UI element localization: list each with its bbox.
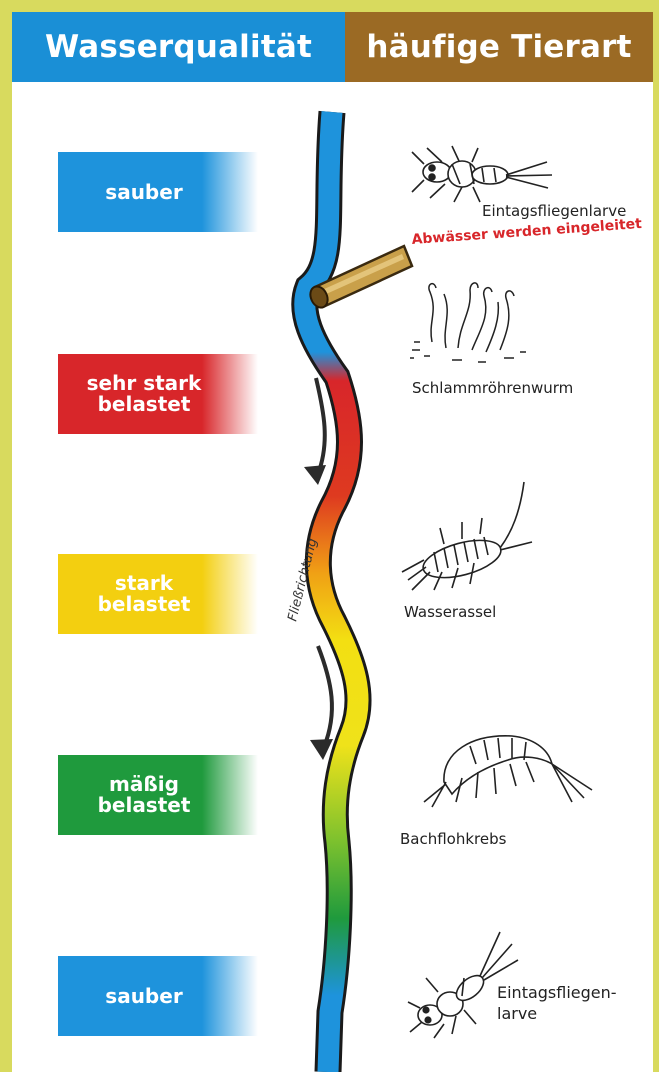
mayfly-larva-icon: [412, 146, 552, 202]
animal-label-freshwater-shrimp: Bachflohkrebs: [400, 830, 507, 848]
water-louse-icon: [402, 482, 532, 590]
flow-arrow-lower-icon: [310, 646, 333, 760]
sludge-worm-icon: [410, 283, 526, 362]
river-illustration: Abwässer werden eingeleitet Fließrichtun…: [12, 12, 653, 1072]
diagram-panel: Wasserqualität häufige Tierart sauber se…: [12, 12, 653, 1072]
flow-arrow-upper-icon: [304, 378, 326, 485]
inflow-label: Abwässer werden eingeleitet: [411, 216, 642, 248]
animal-label-sludge-worm: Schlammröhrenwurm: [412, 379, 573, 397]
animal-label-mayfly-bottom: Eintagsfliegen- larve: [497, 982, 617, 1024]
animal-label-mayfly-top: Eintagsfliegenlarve: [482, 202, 626, 220]
animal-label-water-louse: Wasserassel: [404, 603, 496, 621]
freshwater-shrimp-icon: [424, 736, 592, 807]
